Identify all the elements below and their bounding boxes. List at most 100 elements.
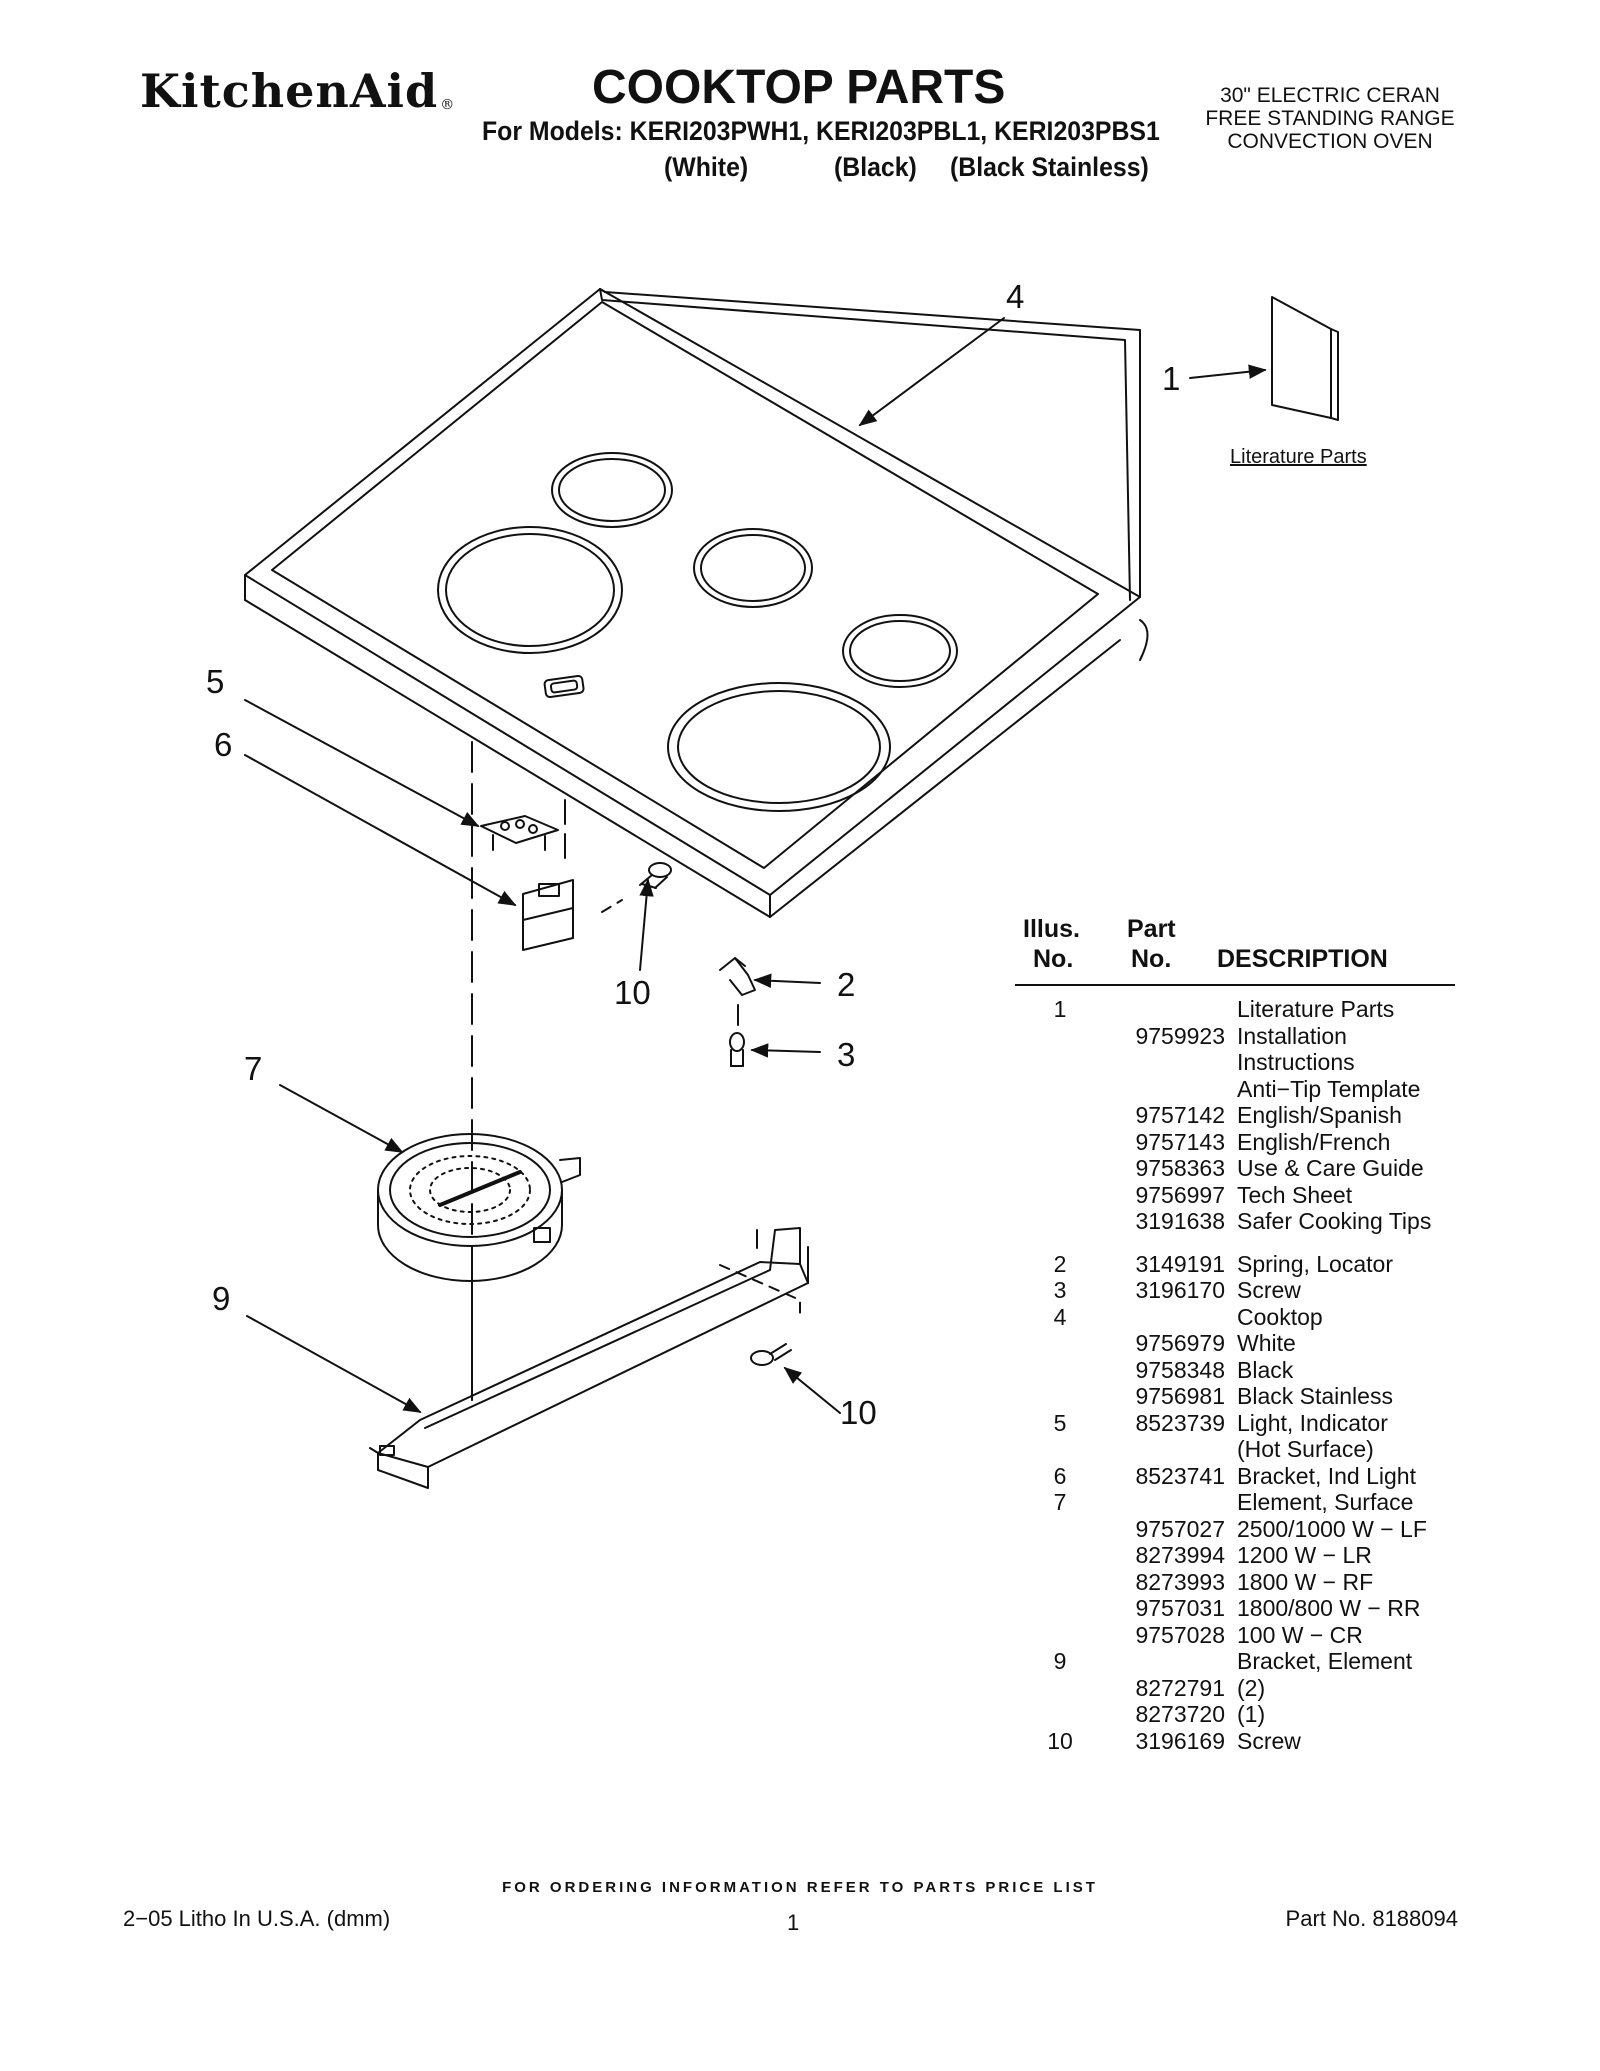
illus-no-cell: 6 (1053, 1462, 1067, 1489)
description-cell: Spring, Locator (1237, 1250, 1393, 1277)
part-no-cell: 3196170 (1135, 1277, 1225, 1303)
light-bracket-drawing (522, 879, 574, 951)
description-cell: (1) (1237, 1701, 1266, 1727)
element-bracket-drawing (369, 1227, 809, 1489)
ordering-note: FOR ORDERING INFORMATION REFER TO PARTS … (502, 1879, 1098, 1896)
description-cell: Black (1237, 1356, 1294, 1383)
description-cell: Tech Sheet (1237, 1181, 1353, 1208)
callout-1: 1 (1162, 360, 1181, 397)
literature-parts-label: Literature Parts (1230, 446, 1367, 468)
description-cell: (Hot Surface) (1237, 1436, 1374, 1462)
range-line: CONVECTION OVEN (1227, 130, 1433, 153)
illus-no-cell: 2 (1053, 1250, 1067, 1277)
part-no-cell: 3196169 (1135, 1727, 1225, 1754)
callout-9: 9 (212, 1280, 231, 1317)
assembly-guide-line (601, 899, 623, 913)
callout-6: 6 (214, 726, 233, 763)
part-no-cell: 9757028 (1135, 1621, 1225, 1648)
description-cell: English/Spanish (1237, 1102, 1402, 1128)
callout-2: 2 (837, 966, 856, 1003)
header-illus: Illus. (1023, 915, 1080, 943)
page-number: 1 (787, 1910, 800, 1935)
indicator-light-drawing (480, 815, 559, 851)
part-no-cell: 8273994 (1135, 1542, 1225, 1568)
description-cell: Safer Cooking Tips (1237, 1208, 1432, 1234)
callout-10: 10 (840, 1394, 877, 1431)
part-no-cell: 8272791 (1135, 1674, 1225, 1701)
screw-drawing (729, 1032, 745, 1067)
description-cell: Bracket, Element (1237, 1648, 1413, 1674)
cooktop-drawing (244, 288, 1149, 918)
models-line: For Models: KERI203PWH1, KERI203PBL1, KE… (482, 116, 1160, 146)
screw-drawing (750, 1343, 792, 1366)
callout-4: 4 (1006, 278, 1025, 315)
page-title: COOKTOP PARTS (592, 61, 1006, 114)
callout-7: 7 (244, 1050, 263, 1087)
description-cell: English/French (1237, 1128, 1391, 1155)
brand-name: KitchenAid (140, 64, 439, 118)
range-line: FREE STANDING RANGE (1205, 107, 1455, 130)
callout-5: 5 (206, 663, 225, 700)
part-no-cell: 9756981 (1135, 1383, 1225, 1409)
literature-parts-drawing (1271, 296, 1339, 421)
part-no-cell: 9756979 (1135, 1330, 1225, 1356)
part-no-cell: 9757143 (1135, 1128, 1225, 1155)
part-no-cell: 3149191 (1135, 1250, 1225, 1277)
color-black-stainless: (Black Stainless) (950, 152, 1149, 182)
description-cell: 2500/1000 W − LF (1237, 1515, 1427, 1542)
description-cell: 1200 W − LR (1237, 1542, 1372, 1568)
illus-no-cell: 4 (1053, 1303, 1067, 1330)
spring-locator-drawing (719, 957, 756, 996)
description-cell: 1800/800 W − RR (1237, 1595, 1421, 1621)
part-no-cell: 9759923 (1135, 1022, 1225, 1049)
parts-table-header: Illus. No. Part No. DESCRIPTION (1015, 914, 1455, 986)
part-no-cell: 8273720 (1135, 1701, 1225, 1727)
illus-no-cell: 3 (1053, 1277, 1067, 1303)
illus-no-cell: 9 (1053, 1648, 1067, 1674)
part-no-cell: 8273993 (1135, 1568, 1225, 1595)
description-cell: Instructions (1237, 1049, 1355, 1075)
surface-element-drawing (377, 1133, 581, 1282)
description-cell: Literature Parts (1237, 996, 1395, 1022)
description-cell: Black Stainless (1237, 1383, 1393, 1409)
part-no-cell: 8523739 (1135, 1409, 1225, 1436)
header-illus-no: No. (1033, 945, 1074, 973)
header-part-no: No. (1131, 945, 1172, 973)
range-line: 30" ELECTRIC CERAN (1220, 84, 1440, 107)
registered-mark: ® (440, 97, 456, 113)
header-part: Part (1127, 915, 1176, 943)
illus-no-cell: 1 (1053, 996, 1067, 1022)
description-cell: Use & Care Guide (1237, 1155, 1424, 1181)
assembly-guide-line (719, 1264, 801, 1319)
part-no-cell: 9757142 (1135, 1102, 1225, 1128)
part-no-cell: 9758348 (1135, 1356, 1225, 1383)
callout-leaders (244, 317, 1267, 1414)
description-cell: Anti−Tip Template (1237, 1075, 1421, 1102)
part-no-cell: 9757027 (1135, 1515, 1225, 1542)
part-no-cell: 8523741 (1135, 1462, 1225, 1489)
part-no-cell: 9757031 (1135, 1595, 1225, 1621)
part-number: Part No. 8188094 (1285, 1906, 1458, 1931)
part-no-cell: 9756997 (1135, 1181, 1225, 1208)
callout-3: 3 (837, 1036, 856, 1073)
color-black: (Black) (834, 152, 917, 182)
description-cell: Installation (1237, 1022, 1347, 1049)
header-description: DESCRIPTION (1217, 945, 1388, 973)
illus-no-cell: 5 (1053, 1409, 1067, 1436)
description-cell: Bracket, Ind Light (1237, 1462, 1416, 1489)
description-cell: 1800 W − RF (1237, 1568, 1374, 1595)
screw-drawing (639, 862, 672, 889)
description-cell: Screw (1237, 1727, 1301, 1754)
litho-note: 2−05 Litho In U.S.A. (dmm) (123, 1906, 391, 1931)
description-cell: Cooktop (1237, 1303, 1323, 1330)
part-no-cell: 9758363 (1135, 1155, 1225, 1181)
brand-logo: KitchenAid® (140, 68, 455, 114)
illus-no-cell: 10 (1047, 1727, 1073, 1754)
range-description: 30" ELECTRIC CERAN FREE STANDING RANGE C… (1160, 84, 1500, 153)
description-cell: Light, Indicator (1237, 1409, 1388, 1436)
illus-no-cell: 7 (1053, 1489, 1067, 1515)
part-no-cell: 3191638 (1135, 1208, 1225, 1234)
callout-10: 10 (614, 974, 651, 1011)
description-cell: White (1237, 1330, 1296, 1356)
